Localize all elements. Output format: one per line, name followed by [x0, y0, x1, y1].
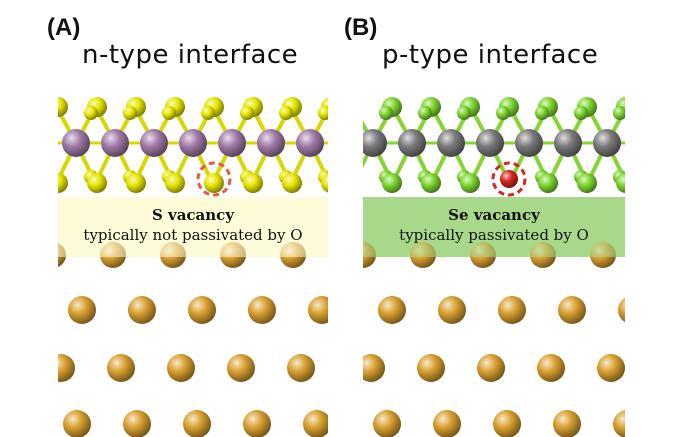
chalcogen-atom — [379, 106, 393, 120]
chalcogen-atom — [201, 106, 215, 120]
gold-atom — [287, 354, 315, 382]
chalcogen-atom — [84, 106, 98, 120]
chalcogen-atom — [282, 173, 302, 193]
metal-atom — [101, 129, 129, 157]
metal-atom — [363, 129, 387, 157]
gold-atom — [558, 296, 586, 324]
gold-atom — [363, 354, 385, 382]
metal-atom — [296, 129, 324, 157]
gold-atom — [493, 410, 521, 437]
chalcogen-atom — [58, 173, 68, 193]
panel-a-letter: (A) — [47, 14, 81, 41]
gold-atom — [553, 410, 581, 437]
gold-atom — [477, 354, 505, 382]
oxygen-atom — [500, 170, 518, 188]
gold-atom — [303, 410, 328, 437]
chalcogen-atom — [496, 106, 510, 120]
chalcogen-atom — [577, 173, 597, 193]
metal-atom — [218, 129, 246, 157]
gold-atom — [243, 410, 271, 437]
metal-atom — [62, 129, 90, 157]
chalcogen-atom — [204, 173, 224, 193]
gold-atom — [433, 410, 461, 437]
gold-atom — [107, 354, 135, 382]
gold-atom — [613, 410, 625, 437]
metal-atom — [476, 129, 504, 157]
chalcogen-atom — [123, 106, 137, 120]
metal-atom — [257, 129, 285, 157]
gold-atom — [618, 297, 625, 323]
panel-a-note: typically not passivated by O — [83, 226, 303, 244]
gold-atom — [58, 354, 75, 382]
chalcogen-atom — [574, 106, 588, 120]
chalcogen-atom — [613, 106, 625, 120]
panel-a-vacancy-label: S vacancy — [151, 206, 235, 224]
chalcogen-atom — [616, 173, 625, 193]
chalcogen-atom — [321, 173, 328, 193]
vacancy-marker — [196, 161, 232, 197]
label-box-overlay — [363, 197, 625, 257]
gold-atom — [227, 354, 255, 382]
metal-atom — [398, 129, 426, 157]
gold-atom — [498, 296, 526, 324]
gold-atom — [378, 296, 406, 324]
metal-atom — [593, 129, 621, 157]
chalcogen-atom — [87, 173, 107, 193]
chalcogen-atom — [58, 109, 59, 117]
metal-atom — [437, 129, 465, 157]
chalcogen-atom — [165, 173, 185, 193]
panel-a-structure — [58, 97, 328, 437]
gold-atom — [417, 354, 445, 382]
chalcogen-atom — [279, 106, 293, 120]
panel-b-vacancy-label: Se vacancy — [448, 206, 540, 224]
panel-b-note: typically passivated by O — [399, 226, 589, 244]
gold-atom — [68, 296, 96, 324]
gold-atom — [537, 354, 565, 382]
metal-atom — [140, 129, 168, 157]
panel-a-label: S vacancy typically not passivated by O — [58, 199, 328, 263]
chalcogen-atom — [243, 173, 263, 193]
gold-atom — [308, 296, 328, 324]
gold-atom — [123, 410, 151, 437]
chalcogen-atom — [382, 173, 402, 193]
gold-atom — [183, 410, 211, 437]
chalcogen-atom — [421, 173, 441, 193]
gold-atom — [373, 410, 401, 437]
gold-atom — [128, 296, 156, 324]
chalcogen-atom — [457, 106, 471, 120]
gold-atom — [188, 296, 216, 324]
gold-atom — [248, 296, 276, 324]
chalcogen-atom — [418, 106, 432, 120]
metal-atom — [179, 129, 207, 157]
gold-atom — [597, 354, 625, 382]
panel-b-letter: (B) — [344, 14, 378, 41]
panel-b-label: Se vacancy typically passivated by O — [363, 199, 625, 263]
panel-a-title: n-type interface — [82, 40, 299, 70]
panel-b-title: p-type interface — [382, 40, 599, 70]
chalcogen-atom — [162, 106, 176, 120]
chalcogen-atom — [535, 106, 549, 120]
label-box-overlay — [58, 197, 328, 257]
metal-atom — [515, 129, 543, 157]
chalcogen-atom — [318, 106, 328, 120]
vacancy-marker — [491, 161, 527, 197]
chalcogen-atom — [460, 173, 480, 193]
metal-atom — [554, 129, 582, 157]
chalcogen-atom — [58, 97, 68, 117]
gold-atom — [438, 296, 466, 324]
gold-atom — [63, 410, 91, 437]
chalcogen-atom — [126, 173, 146, 193]
gold-atom — [167, 354, 195, 382]
chalcogen-atom — [240, 106, 254, 120]
chalcogen-atom — [538, 173, 558, 193]
panel-b-structure — [363, 97, 625, 437]
